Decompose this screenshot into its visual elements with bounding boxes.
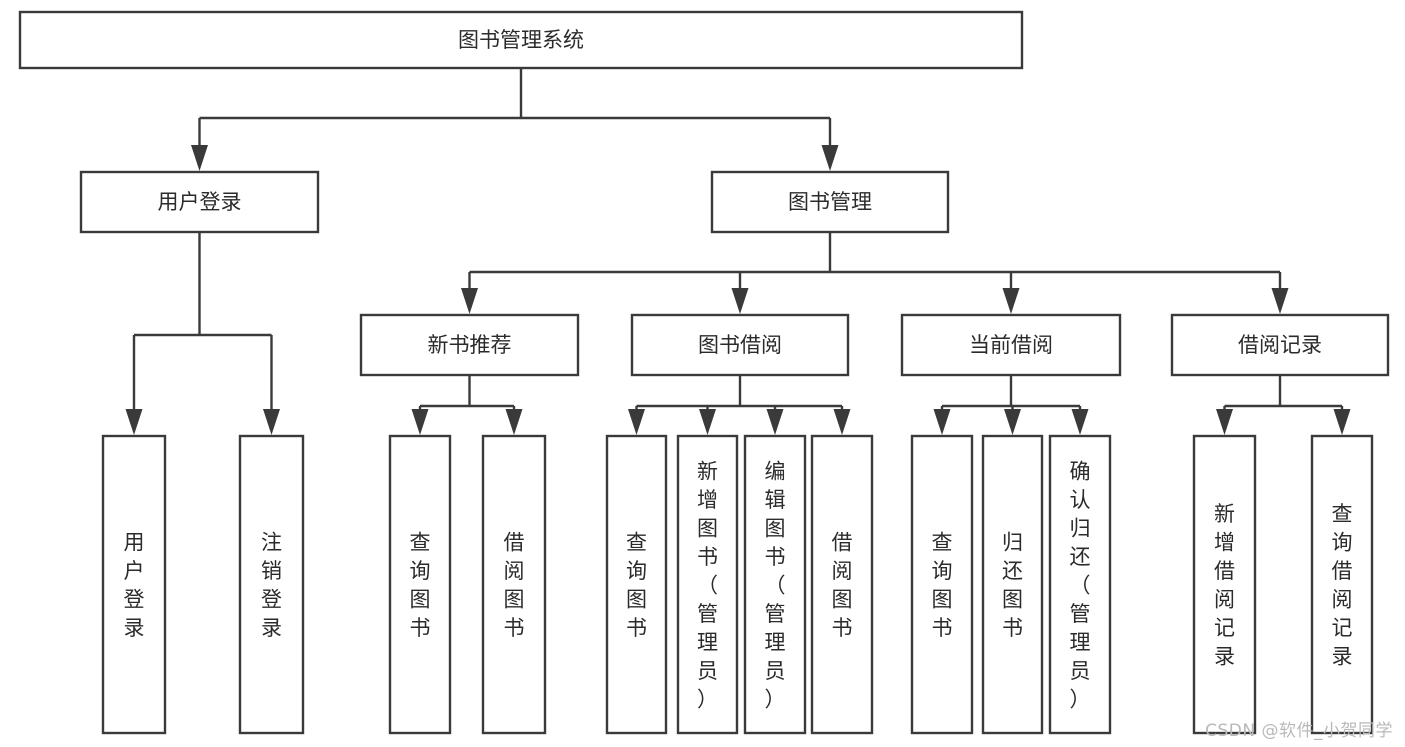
node-label-login: 用户登录 (158, 190, 242, 214)
node-l11[interactable]: 确认归还（管理员） (1048, 434, 1112, 735)
arrow-head-icon (461, 288, 478, 314)
node-box-l1[interactable] (101, 434, 167, 735)
node-label-l9: 查询图书 (932, 531, 953, 641)
node-current[interactable]: 当前借阅 (900, 313, 1122, 377)
node-box-l13[interactable] (1310, 434, 1374, 735)
connector-group-newrec (411, 375, 523, 435)
node-label-l10: 归还图书 (1002, 531, 1023, 641)
node-label-l2: 注销登录 (261, 531, 282, 641)
node-l9[interactable]: 查询图书 (910, 434, 974, 735)
arrow-head-icon (263, 409, 280, 435)
node-l3[interactable]: 查询图书 (388, 434, 452, 735)
node-label-bookmgmt: 图书管理 (788, 190, 872, 214)
connector-group-borrow (628, 375, 851, 435)
node-label-l12: 新增借阅记录 (1214, 502, 1235, 669)
node-label-l1: 用户登录 (124, 531, 145, 641)
node-box-bookmgmt[interactable] (710, 170, 950, 234)
node-label-l8: 借阅图书 (832, 531, 853, 641)
node-layer: 图书管理系统用户登录图书管理新书推荐图书借阅当前借阅借阅记录用户登录注销登录查询… (18, 10, 1390, 735)
node-box-l8[interactable] (810, 434, 874, 735)
arrow-head-icon (1271, 288, 1289, 314)
node-label-records: 借阅记录 (1238, 333, 1322, 357)
node-l6[interactable]: 新增图书（管理员） (676, 434, 739, 735)
node-l10[interactable]: 归还图书 (981, 434, 1044, 735)
node-box-l9[interactable] (910, 434, 974, 735)
node-box-l7[interactable] (743, 434, 807, 735)
node-label-l13: 查询借阅记录 (1332, 502, 1353, 669)
connector-group-records (1216, 375, 1351, 435)
node-l4[interactable]: 借阅图书 (481, 434, 547, 735)
arrow-head-icon (731, 288, 749, 314)
node-label-l3: 查询图书 (410, 531, 431, 641)
node-box-l2[interactable] (238, 434, 305, 735)
node-newrec[interactable]: 新书推荐 (359, 313, 580, 377)
arrow-head-icon (125, 409, 143, 435)
arrow-head-icon (505, 409, 523, 435)
arrow-head-icon (933, 409, 951, 435)
node-box-l12[interactable] (1192, 434, 1257, 735)
arrow-head-icon (1002, 288, 1020, 314)
node-login[interactable]: 用户登录 (79, 170, 320, 234)
node-label-l5: 查询图书 (626, 531, 647, 641)
arrow-head-icon (699, 409, 716, 435)
arrow-head-icon (833, 409, 851, 435)
arrow-head-icon (1216, 409, 1233, 435)
node-box-records[interactable] (1170, 313, 1390, 377)
node-box-newrec[interactable] (359, 313, 580, 377)
node-box-l4[interactable] (481, 434, 547, 735)
connector-layer (125, 68, 1351, 435)
node-label-l11: 确认归还（管理员） (1070, 459, 1091, 711)
arrow-head-icon (766, 409, 784, 435)
connector-group-current (933, 375, 1089, 435)
node-l13[interactable]: 查询借阅记录 (1310, 434, 1374, 735)
arrow-head-icon (821, 145, 839, 171)
connector-group-bookmgmt (461, 232, 1289, 314)
node-label-l7: 编辑图书（管理员） (765, 459, 786, 711)
arrow-head-icon (411, 409, 429, 435)
node-box-current[interactable] (900, 313, 1122, 377)
arrow-head-icon (628, 409, 645, 435)
node-l2[interactable]: 注销登录 (238, 434, 305, 735)
node-l5[interactable]: 查询图书 (605, 434, 668, 735)
node-label-current: 当前借阅 (969, 333, 1053, 357)
connector-group-root (191, 68, 839, 171)
node-label-newrec: 新书推荐 (428, 333, 512, 357)
node-box-l5[interactable] (605, 434, 668, 735)
node-box-borrow[interactable] (630, 313, 850, 377)
node-box-login[interactable] (79, 170, 320, 234)
node-label-l4: 借阅图书 (504, 531, 525, 641)
node-box-l3[interactable] (388, 434, 452, 735)
node-label-l6: 新增图书（管理员） (697, 459, 718, 711)
node-l8[interactable]: 借阅图书 (810, 434, 874, 735)
arrow-head-icon (1004, 409, 1021, 435)
node-l7[interactable]: 编辑图书（管理员） (743, 434, 807, 735)
node-bookmgmt[interactable]: 图书管理 (710, 170, 950, 234)
node-label-root: 图书管理系统 (458, 28, 584, 52)
arrow-head-icon (191, 145, 208, 171)
node-records[interactable]: 借阅记录 (1170, 313, 1390, 377)
arrow-head-icon (1333, 409, 1351, 435)
connector-group-login (125, 232, 280, 435)
node-l1[interactable]: 用户登录 (101, 434, 167, 735)
node-root[interactable]: 图书管理系统 (18, 10, 1024, 70)
node-box-root[interactable] (18, 10, 1024, 70)
arrow-head-icon (1071, 409, 1089, 435)
node-borrow[interactable]: 图书借阅 (630, 313, 850, 377)
node-box-l10[interactable] (981, 434, 1044, 735)
node-label-borrow: 图书借阅 (698, 333, 782, 357)
node-box-l11[interactable] (1048, 434, 1112, 735)
node-box-l6[interactable] (676, 434, 739, 735)
node-l12[interactable]: 新增借阅记录 (1192, 434, 1257, 735)
